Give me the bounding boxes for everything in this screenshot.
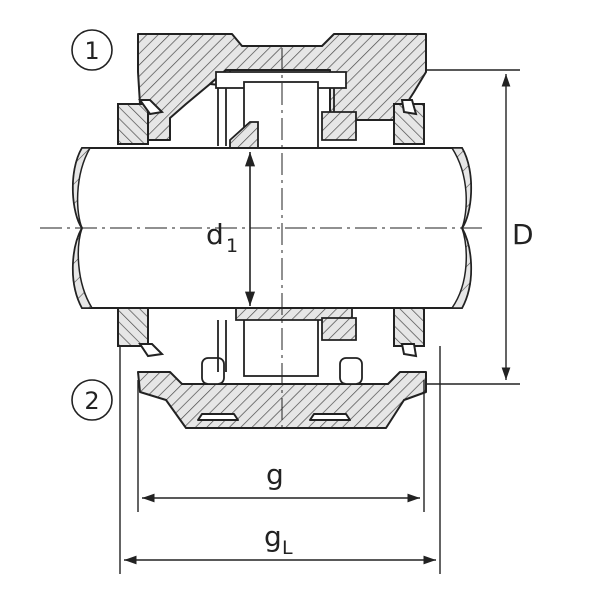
D-label: D bbox=[512, 218, 534, 251]
center-lines bbox=[40, 48, 486, 432]
g-label: g bbox=[266, 458, 284, 491]
gL-subscript: L bbox=[282, 537, 293, 559]
svg-text:1: 1 bbox=[84, 37, 99, 65]
marker-2: 2 bbox=[71, 379, 113, 421]
bearing-lower bbox=[201, 307, 363, 385]
gL-label: g bbox=[264, 520, 282, 553]
d1-label: d bbox=[206, 218, 224, 251]
marker-1: 1 bbox=[71, 29, 113, 71]
bearing-upper bbox=[215, 71, 357, 149]
dimension-D bbox=[426, 69, 520, 385]
dimension-gL bbox=[119, 346, 441, 574]
dimension-g bbox=[137, 380, 425, 512]
svg-text:2: 2 bbox=[84, 387, 99, 415]
seals-lower bbox=[117, 305, 425, 358]
seals-upper bbox=[117, 99, 425, 145]
d1-subscript: 1 bbox=[226, 235, 238, 257]
